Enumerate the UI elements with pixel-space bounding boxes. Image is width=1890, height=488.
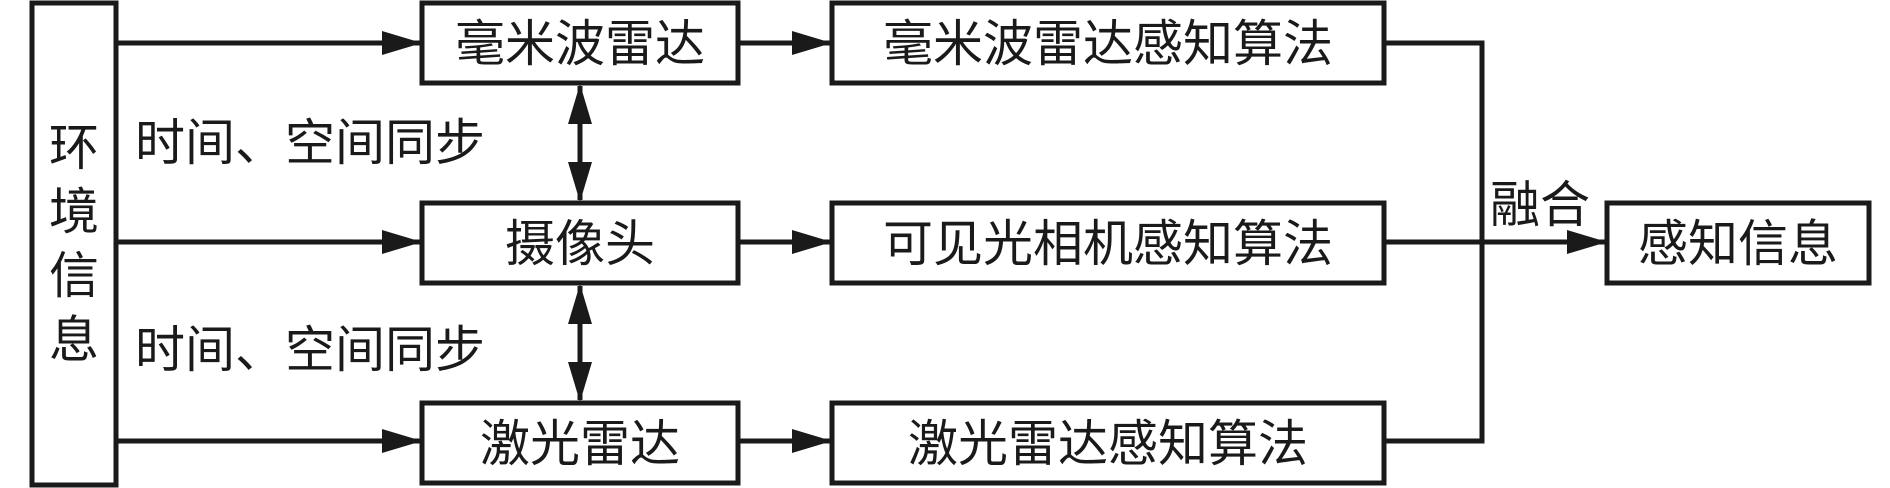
environment-info-char-4: 息 — [49, 311, 99, 369]
camera-box: 摄像头 — [419, 200, 741, 286]
lidar-algo-box: 激光雷达感知算法 — [829, 400, 1387, 486]
perception-info-label: 感知信息 — [1638, 215, 1838, 273]
environment-info-char-2: 境 — [49, 183, 99, 241]
camera-label: 摄像头 — [505, 215, 655, 273]
environment-info-char-1: 环 — [49, 119, 99, 177]
sync-label-upper: 时间、空间同步 — [135, 114, 485, 172]
camera-algo-label: 可见光相机感知算法 — [883, 215, 1333, 273]
lidar-box: 激光雷达 — [419, 400, 741, 486]
mmwave-radar-box: 毫米波雷达 — [419, 0, 741, 86]
environment-info-box: 环 境 信 息 — [29, 0, 119, 488]
mmwave-radar-label: 毫米波雷达 — [455, 15, 705, 73]
sync-label-lower: 时间、空间同步 — [135, 321, 485, 379]
mmwave-algo-label: 毫米波雷达感知算法 — [883, 15, 1333, 73]
camera-algo-box: 可见光相机感知算法 — [829, 200, 1387, 286]
fusion-label: 融合 — [1490, 176, 1590, 234]
fusion-line-top — [1384, 40, 1485, 242]
perception-info-box: 感知信息 — [1604, 200, 1872, 286]
environment-info-char-3: 信 — [49, 247, 99, 305]
lidar-label: 激光雷达 — [480, 415, 680, 473]
fusion-line-bottom — [1384, 242, 1485, 444]
lidar-algo-label: 激光雷达感知算法 — [908, 415, 1308, 473]
mmwave-algo-box: 毫米波雷达感知算法 — [829, 0, 1387, 86]
